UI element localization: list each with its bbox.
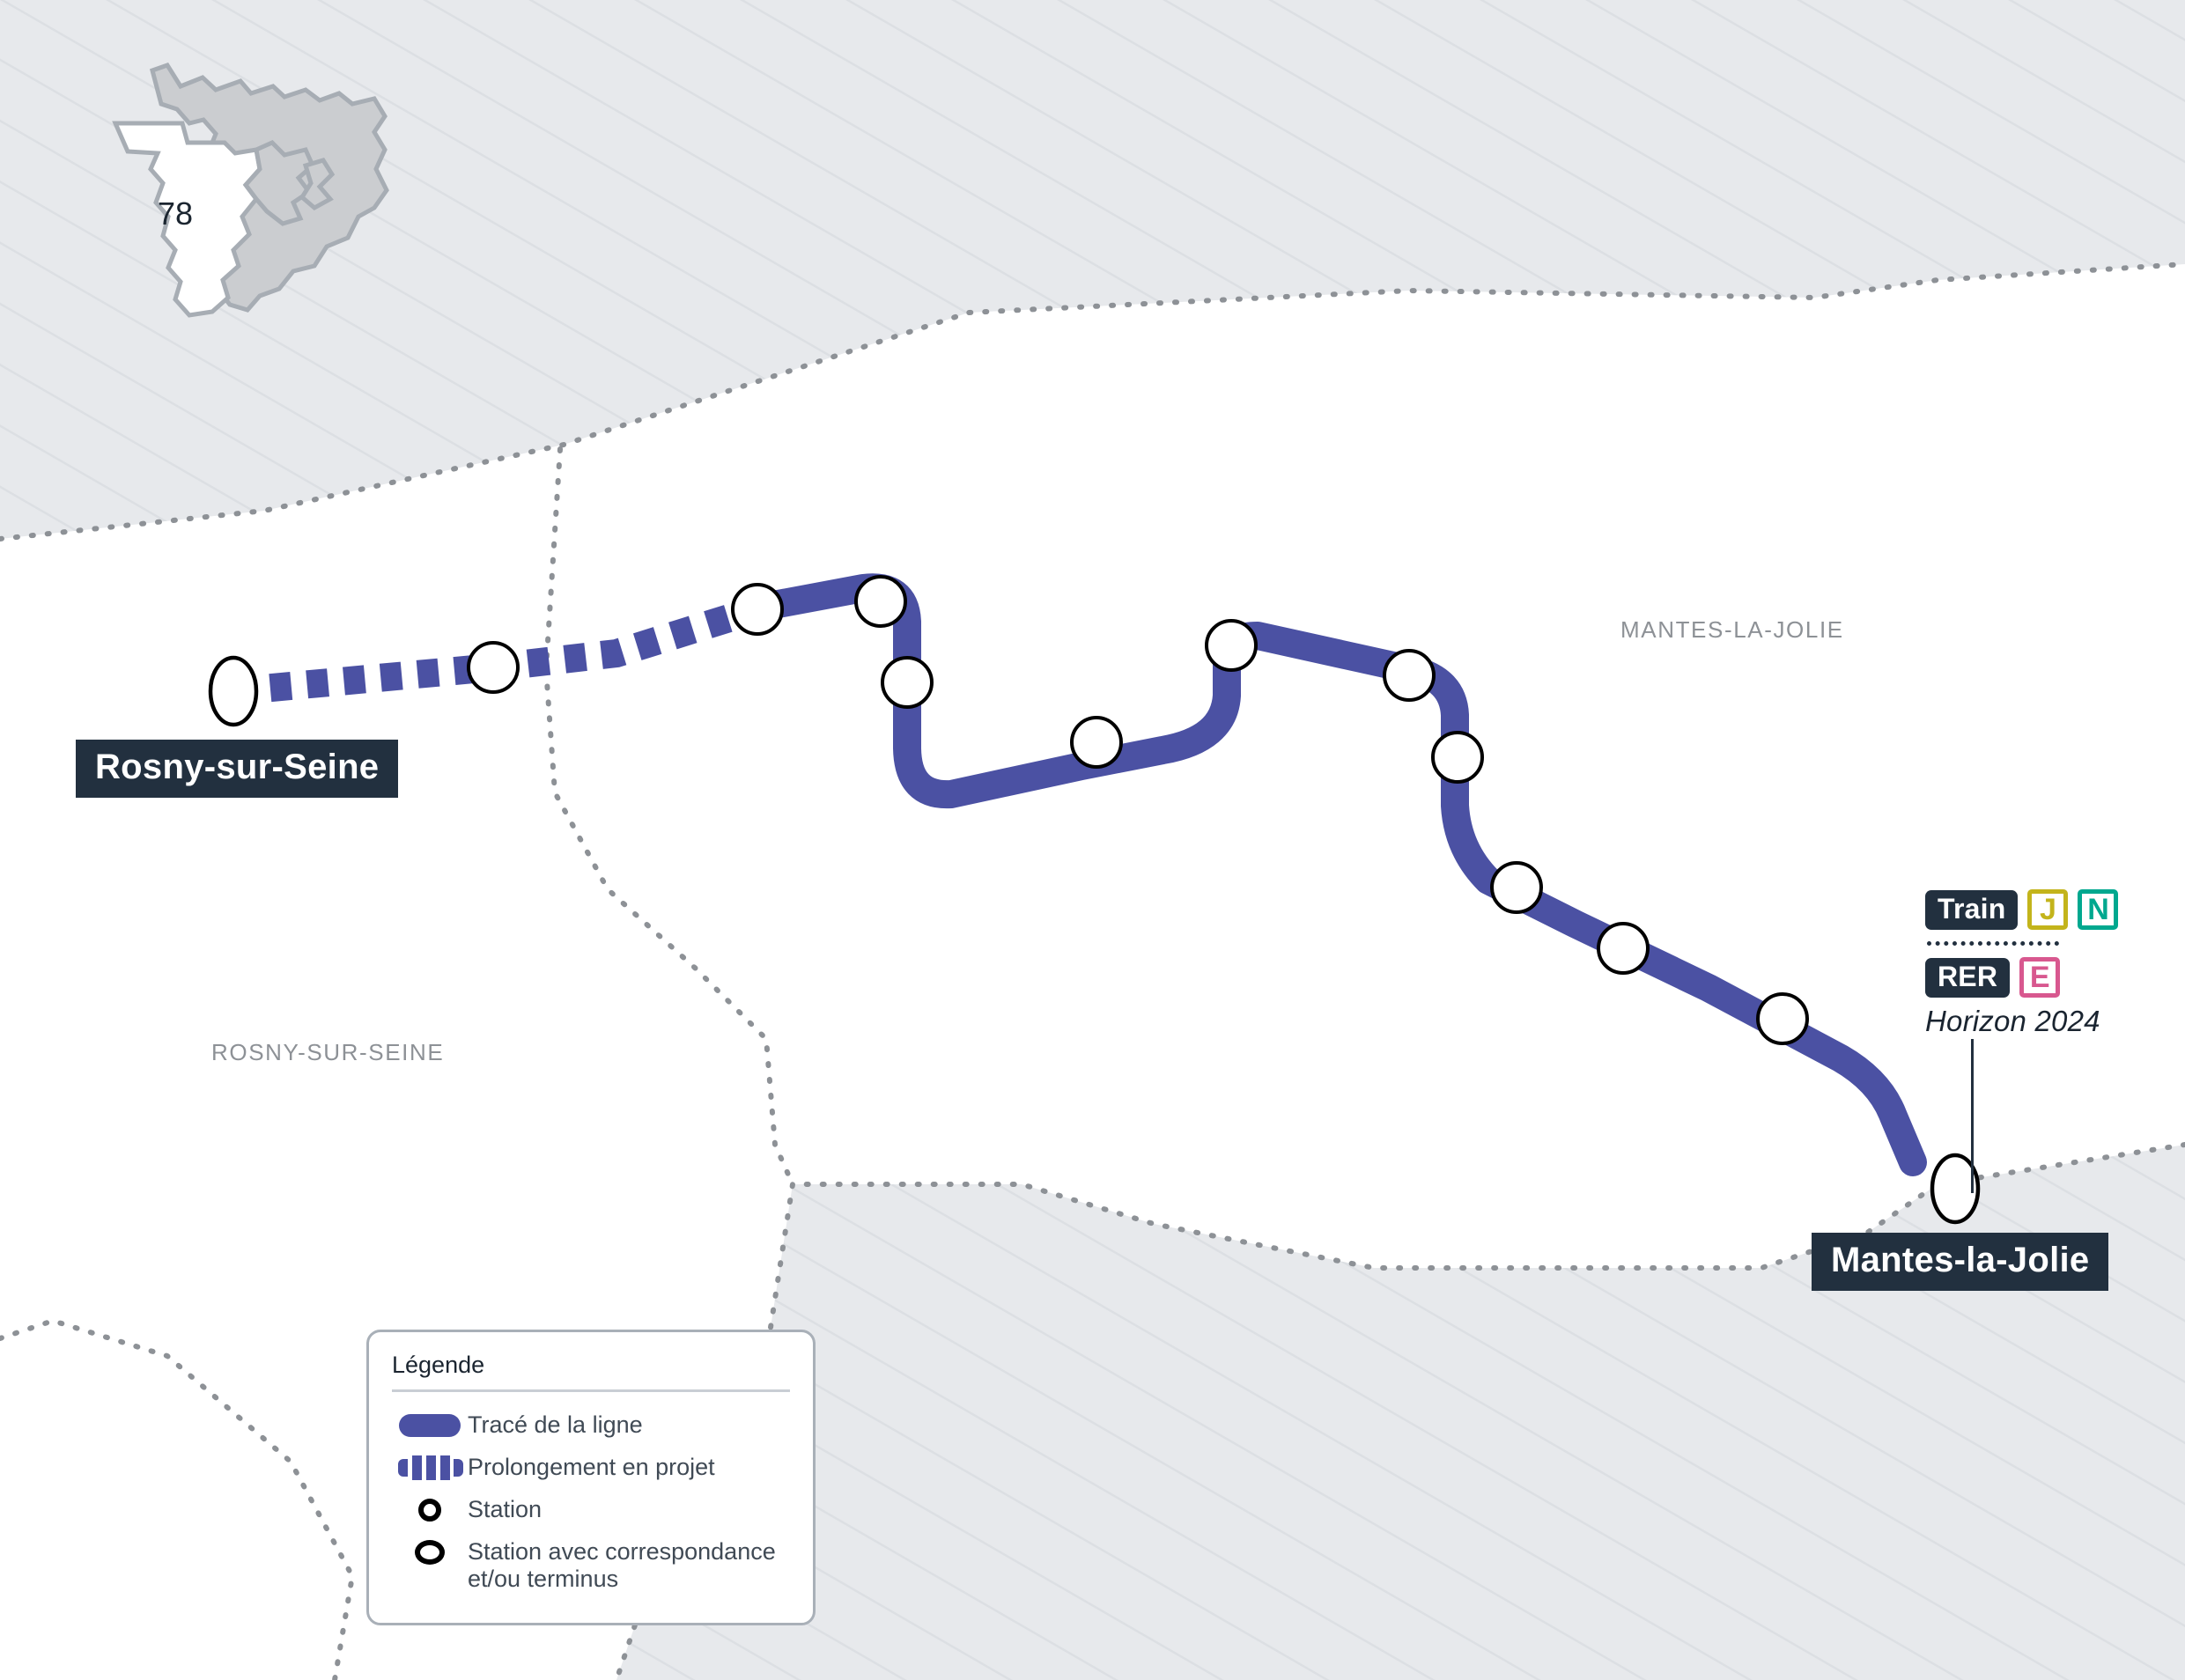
horizon-note: Horizon 2024 — [1925, 1005, 2100, 1037]
station-marker[interactable] — [881, 656, 934, 709]
commune-boundary-southwest — [0, 1317, 356, 1680]
mode-chip-rer[interactable]: RER — [1925, 957, 2011, 998]
station-marker-group — [208, 575, 1981, 1225]
station-plate-mantes-la-jolie[interactable]: Mantes-la-Jolie — [1812, 1233, 2109, 1291]
station-marker[interactable] — [1070, 716, 1123, 769]
connection-leader-line — [1971, 1039, 1974, 1193]
commune-area-white — [0, 264, 2185, 1680]
mode-chip-train[interactable]: Train — [1925, 889, 2019, 930]
connection-row-rer: RER E — [1925, 957, 2061, 998]
terminus-marker[interactable] — [1930, 1153, 1981, 1225]
commune-area-white-southwest — [0, 1321, 352, 1680]
legend-label-station: Station — [468, 1496, 543, 1522]
connection-row-train: Train J N — [1925, 889, 2119, 930]
line-badge-n[interactable]: N — [2078, 889, 2119, 930]
commune-label-mantes-la-jolie: MANTES-LA-JOLIE — [1620, 616, 1844, 643]
legend-item-station: Station — [392, 1492, 790, 1528]
legend-label-line-solid: Tracé de la ligne — [468, 1411, 643, 1438]
legend-divider — [392, 1389, 790, 1392]
station-marker[interactable] — [1597, 922, 1650, 975]
line-badge-e[interactable]: E — [2019, 957, 2061, 998]
legend-label-terminus: Station avec correspondance et/ou termin… — [468, 1538, 776, 1593]
commune-boundary-internal — [543, 446, 795, 1187]
commune-boundary — [0, 262, 2185, 542]
line-solid-swatch — [392, 1408, 468, 1443]
station-marker[interactable] — [1756, 992, 1809, 1045]
locator-department-78 — [112, 121, 262, 318]
line-dashed-swatch — [392, 1450, 468, 1485]
projected-extension-line — [232, 595, 762, 705]
line-route-solid — [745, 573, 1927, 1176]
locator-department-number: 78 — [158, 195, 193, 232]
commune-boundary-south — [614, 1142, 2185, 1680]
terminus-oval-icon — [392, 1535, 468, 1570]
department-locator-map: 78 — [112, 62, 389, 318]
terminus-marker[interactable] — [208, 655, 259, 727]
station-marker[interactable] — [854, 575, 907, 628]
commune-label-rosny-sur-seine: ROSNY-SUR-SEINE — [211, 1039, 445, 1065]
station-marker[interactable] — [1383, 649, 1436, 702]
station-marker[interactable] — [1431, 731, 1484, 784]
legend-panel: Légende Tracé de la ligne Prolongement e… — [366, 1330, 816, 1626]
legend-item-terminus: Station avec correspondance et/ou termin… — [392, 1535, 790, 1593]
legend-label-line-dashed: Prolongement en projet — [468, 1454, 715, 1480]
line-badge-j[interactable]: J — [2027, 889, 2069, 930]
legend-item-line-dashed: Prolongement en projet — [392, 1450, 790, 1485]
station-marker[interactable] — [1205, 619, 1258, 672]
station-marker[interactable] — [467, 641, 520, 694]
station-marker[interactable] — [1490, 861, 1543, 914]
legend-item-line-solid: Tracé de la ligne — [392, 1408, 790, 1443]
station-plate-rosny-sur-seine[interactable]: Rosny-sur-Seine — [76, 740, 399, 798]
station-marker[interactable] — [731, 583, 784, 636]
connections-divider — [1927, 941, 2059, 946]
locator-inner-shapes-2 — [299, 158, 336, 211]
legend-title: Légende — [392, 1352, 485, 1378]
connections-panel: Train J N RER E Horizon 2024 — [1925, 889, 2119, 1038]
locator-inner-shapes — [242, 140, 316, 226]
station-circle-icon — [392, 1492, 468, 1528]
